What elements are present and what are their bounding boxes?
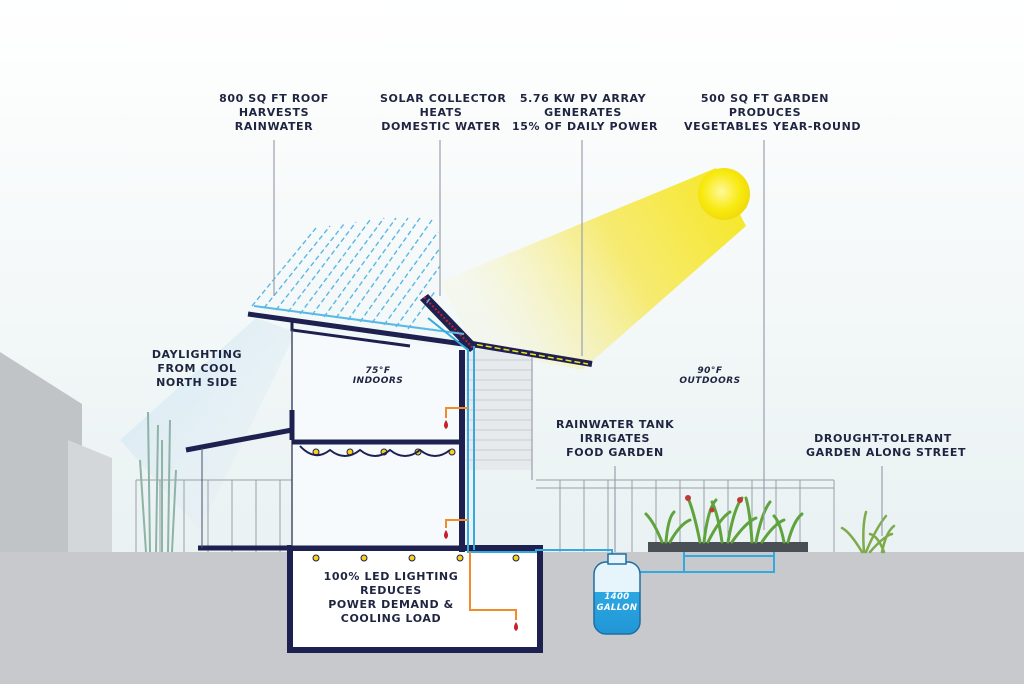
street-fence (536, 479, 835, 552)
cool-daylight (120, 318, 296, 530)
garden-callout-line-2: PRODUCES (728, 106, 802, 119)
faucet-drops (444, 420, 518, 631)
rainwater-tank-callout-line-2: IRRIGATES (579, 432, 651, 445)
led-callout-line-4: COOLING LOAD (340, 612, 442, 625)
sun (698, 168, 750, 220)
led-callout-line-2: REDUCES (360, 584, 422, 597)
garden-callout: 500 SQ FT GARDEN PRODUCES VEGETABLES YEA… (684, 92, 862, 134)
house-interior (292, 328, 532, 548)
rainwater-tank-callout-line-1: RAINWATER TANK (556, 418, 675, 431)
rainwater-tank (593, 553, 641, 635)
pv-array-callout-line-3: 15% OF DAILY POWER (512, 120, 659, 133)
tank-capacity-number: 1400 (604, 592, 630, 602)
indoor-temperature-label: INDOORS (352, 376, 404, 386)
solar-collector-callout-line-3: DOMESTIC WATER (381, 120, 501, 133)
roof-callout-line-1: 800 SQ FT ROOF (219, 92, 329, 105)
vegetable-garden (644, 495, 808, 552)
outdoor-temperature-label: OUTDOORS (679, 376, 741, 386)
tank-capacity: 1400 GALLON (594, 592, 640, 614)
water-pipes (427, 317, 775, 620)
outdoor-temperature-value: 90°F (697, 366, 723, 376)
neighbor-building (0, 352, 112, 552)
rainwater-tank-callout: RAINWATER TANK IRRIGATES FOOD GARDEN (556, 418, 674, 460)
leader-lines (273, 140, 883, 552)
daylighting-callout-line-1: DAYLIGHTING (151, 348, 243, 361)
rain (251, 217, 441, 330)
pv-array-callout-line-1: 5.76 KW PV ARRAY (519, 92, 647, 105)
pv-array (467, 342, 589, 365)
sun-beam (440, 168, 746, 370)
led-callout-line-1: 100% LED LIGHTING (323, 570, 459, 583)
daylighting-callout-line-3: NORTH SIDE (156, 376, 238, 389)
roof-callout-line-2: HARVESTS (238, 106, 310, 119)
rainwater-tank-callout-line-3: FOOD GARDEN (566, 446, 664, 459)
ceiling-baffle (299, 445, 451, 457)
street-garden-plants (840, 510, 896, 554)
solar-collector-callout-line-2: HEATS (419, 106, 463, 119)
street-garden-callout: DROUGHT-TOLERANT GARDEN ALONG STREET (806, 432, 967, 460)
roof-callout-line-3: RAINWATER (234, 120, 314, 133)
garden-callout-line-3: VEGETABLES YEAR-ROUND (684, 120, 862, 133)
outdoor-temperature: 90°F OUTDOORS (678, 366, 742, 386)
grasses-left (139, 411, 177, 553)
daylighting-callout-line-2: FROM COOL (157, 362, 237, 375)
pv-array-callout-line-2: GENERATES (544, 106, 622, 119)
roof-gutter (253, 305, 465, 335)
led-callout-line-3: POWER DEMAND & (328, 598, 454, 611)
tank-capacity-unit: GALLON (596, 603, 638, 613)
street-garden-callout-line-1: DROUGHT-TOLERANT (814, 432, 952, 445)
solar-collector (420, 294, 478, 352)
daylighting-callout: DAYLIGHTING FROM COOL NORTH SIDE (146, 348, 248, 390)
indoor-temperature-value: 75°F (365, 366, 391, 376)
pv-array-callout: 5.76 KW PV ARRAY GENERATES 15% OF DAILY … (512, 92, 659, 134)
street-garden-callout-line-2: GARDEN ALONG STREET (806, 446, 967, 459)
led-callout: 100% LED LIGHTING REDUCES POWER DEMAND &… (318, 570, 464, 626)
indoor-temperature: 75°F INDOORS (348, 366, 408, 386)
roof-callout: 800 SQ FT ROOF HARVESTS RAINWATER (212, 92, 336, 134)
solar-collector-callout: SOLAR COLLECTOR HEATS DOMESTIC WATER (380, 92, 507, 134)
solar-collector-callout-line-1: SOLAR COLLECTOR (380, 92, 507, 105)
garden-callout-line-1: 500 SQ FT GARDEN (700, 92, 830, 105)
